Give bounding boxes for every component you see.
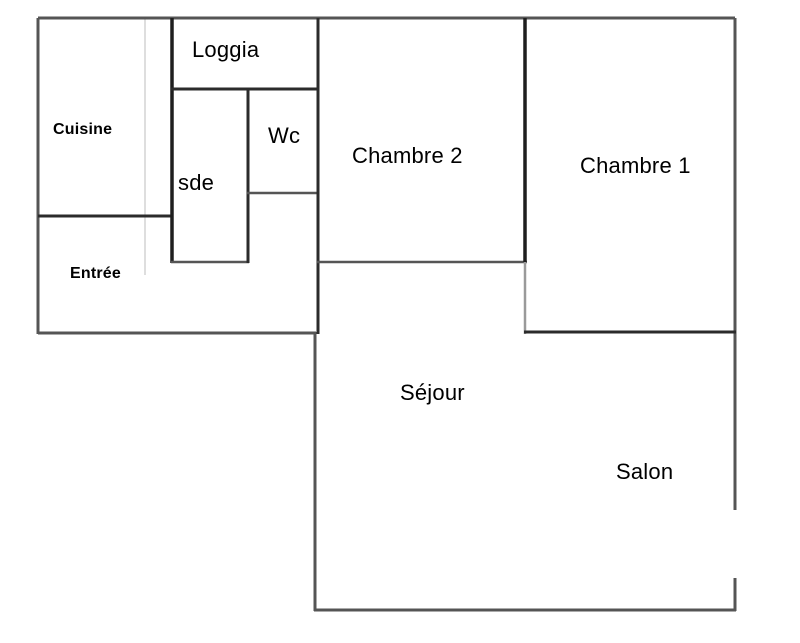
room-label-chambre-1: Chambre 1 [580, 153, 691, 178]
room-label-entree: Entrée [70, 265, 121, 282]
room-label-cuisine: Cuisine [53, 121, 113, 138]
room-label-sde: sde [178, 170, 215, 195]
room-label-salon: Salon [616, 459, 674, 484]
room-label-chambre-2: Chambre 2 [352, 143, 463, 168]
room-label-loggia: Loggia [192, 37, 260, 62]
room-label-wc: Wc [268, 123, 301, 148]
room-label-sejour: Séjour [400, 380, 465, 405]
